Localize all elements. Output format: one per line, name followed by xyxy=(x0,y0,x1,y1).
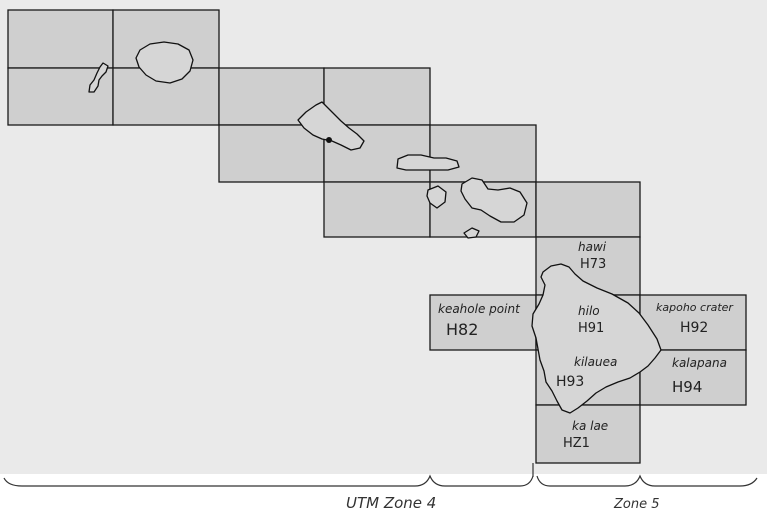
tile-r4-c6[interactable] xyxy=(535,181,641,238)
tile-code-label: H92 xyxy=(680,320,708,336)
tile-hz1[interactable] xyxy=(535,404,641,464)
tile-code-label: H93 xyxy=(556,374,584,390)
tile-r3-c3[interactable] xyxy=(218,124,325,183)
zone-4-label: UTM Zone 4 xyxy=(346,494,436,512)
tile-r4-c4[interactable] xyxy=(323,181,431,238)
maui-island xyxy=(460,177,528,223)
kahoolawe-island xyxy=(463,227,480,239)
tile-h94[interactable] xyxy=(639,349,747,406)
tile-code-label: H73 xyxy=(580,257,606,272)
tile-r3-c5[interactable] xyxy=(429,124,537,183)
island-outlines xyxy=(88,41,662,414)
tile-place-label: hilo xyxy=(578,304,600,318)
zone-5-label: Zone 5 xyxy=(613,497,660,512)
tile-r1-c1[interactable] xyxy=(7,9,114,69)
zone-5-brace xyxy=(536,474,758,487)
tile-code-label: H91 xyxy=(578,321,604,336)
big-island xyxy=(531,263,662,414)
zone-4-brace xyxy=(3,474,534,487)
tile-labels: hawi H73 keahole point H82 hilo H91 kapo… xyxy=(438,240,734,451)
honolulu-dot xyxy=(326,137,332,143)
molokai-island xyxy=(396,154,460,171)
tile-code-label: HZ1 xyxy=(563,436,590,451)
kauai-island xyxy=(135,41,194,84)
tile-place-label: kapoho crater xyxy=(656,301,734,314)
tile-code-label: H94 xyxy=(672,378,702,396)
tile-r2-c4[interactable] xyxy=(323,67,431,126)
tile-grid xyxy=(7,9,747,464)
tile-place-label: hawi xyxy=(578,240,607,254)
tile-place-label: kalapana xyxy=(672,356,727,370)
tile-place-label: keahole point xyxy=(438,302,521,316)
tile-code-label: H82 xyxy=(446,320,478,339)
niihau-island xyxy=(88,62,109,93)
tile-place-label: ka lae xyxy=(572,419,608,433)
zone-strip xyxy=(0,474,767,530)
oahu-island xyxy=(297,101,365,151)
tile-place-label: kilauea xyxy=(574,355,617,369)
tile-h82[interactable] xyxy=(429,294,537,351)
lanai-island xyxy=(426,185,447,209)
zone-annotations xyxy=(3,463,758,487)
